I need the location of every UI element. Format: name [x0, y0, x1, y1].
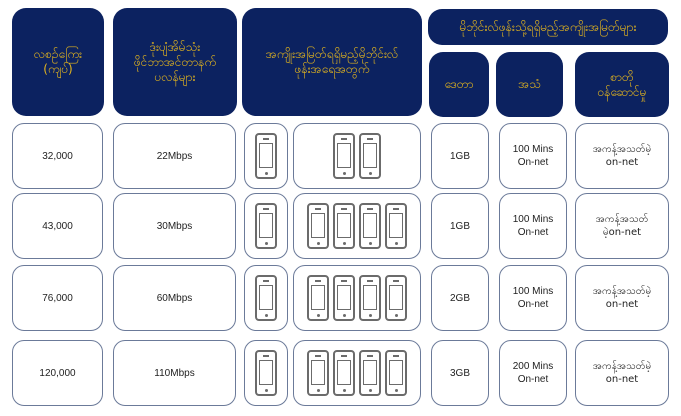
mobile-phone-icon — [359, 203, 381, 249]
voice-cell: 100 Mins On-net — [499, 193, 567, 259]
voice-cell: 100 Mins On-net — [499, 265, 567, 331]
extra-phones-cell — [293, 123, 421, 189]
mobile-phone-icon — [255, 275, 277, 321]
mobile-phone-icon — [333, 350, 355, 396]
speed-cell: 30Mbps — [113, 193, 236, 259]
mobile-phone-icon — [385, 350, 407, 396]
mobile-phone-icon — [307, 203, 329, 249]
mobile-phone-icon — [255, 133, 277, 179]
data-cell: 1GB — [431, 123, 489, 189]
header-mobile-benefits: မိုဘိုင်းလ်ဖုန်းသို့ရရှိမည့်အကျိုးအမြတ်မ… — [428, 9, 668, 45]
sms-cell: အကန့်အသတ်မဲ့ on-net — [575, 123, 669, 189]
mobile-phone-icon — [385, 275, 407, 321]
extra-phones-cell — [293, 340, 421, 406]
main-phone-cell — [244, 265, 288, 331]
mobile-phone-icon — [255, 350, 277, 396]
mobile-phone-icon — [307, 350, 329, 396]
header-speed: ဒုံးပျံအိမ်သုံး ဖိုင်ဘာအင်တာနက် ပလန်များ — [113, 8, 237, 116]
price-cell: 43,000 — [12, 193, 103, 259]
mobile-phone-icon — [333, 203, 355, 249]
main-phone-cell — [244, 193, 288, 259]
main-phone-cell — [244, 340, 288, 406]
data-cell: 3GB — [431, 340, 489, 406]
speed-cell: 60Mbps — [113, 265, 236, 331]
speed-cell: 22Mbps — [113, 123, 236, 189]
header-devices: အကျိုးအမြတ်ရရှိမည့်မိုဘိုင်းလ် ဖုန်းအရေအ… — [242, 8, 422, 116]
price-cell: 76,000 — [12, 265, 103, 331]
mobile-phone-icon — [359, 350, 381, 396]
voice-cell: 100 Mins On-net — [499, 123, 567, 189]
price-cell: 120,000 — [12, 340, 103, 406]
extra-phones-cell — [293, 265, 421, 331]
header-voice: အသံ — [496, 52, 563, 117]
data-cell: 2GB — [431, 265, 489, 331]
mobile-phone-icon — [333, 275, 355, 321]
speed-cell: 110Mbps — [113, 340, 236, 406]
sms-cell: အကန့်အသတ်မဲ့ on-net — [575, 340, 669, 406]
data-cell: 1GB — [431, 193, 489, 259]
mobile-phone-icon — [307, 275, 329, 321]
header-sms: စာတို ဝန်ဆောင်မှု — [575, 52, 669, 117]
mobile-phone-icon — [255, 203, 277, 249]
header-price: လစဉ်ကြေး (ကျပ်) — [12, 8, 104, 116]
mobile-phone-icon — [359, 275, 381, 321]
header-data: ဒေတာ — [429, 52, 489, 117]
sms-cell: အကန့်အသတ်မဲ့ on-net — [575, 265, 669, 331]
mobile-phone-icon — [359, 133, 381, 179]
voice-cell: 200 Mins On-net — [499, 340, 567, 406]
main-phone-cell — [244, 123, 288, 189]
price-cell: 32,000 — [12, 123, 103, 189]
extra-phones-cell — [293, 193, 421, 259]
mobile-phone-icon — [385, 203, 407, 249]
mobile-phone-icon — [333, 133, 355, 179]
sms-cell: အကန့်အသတ် မဲ့on-net — [575, 193, 669, 259]
